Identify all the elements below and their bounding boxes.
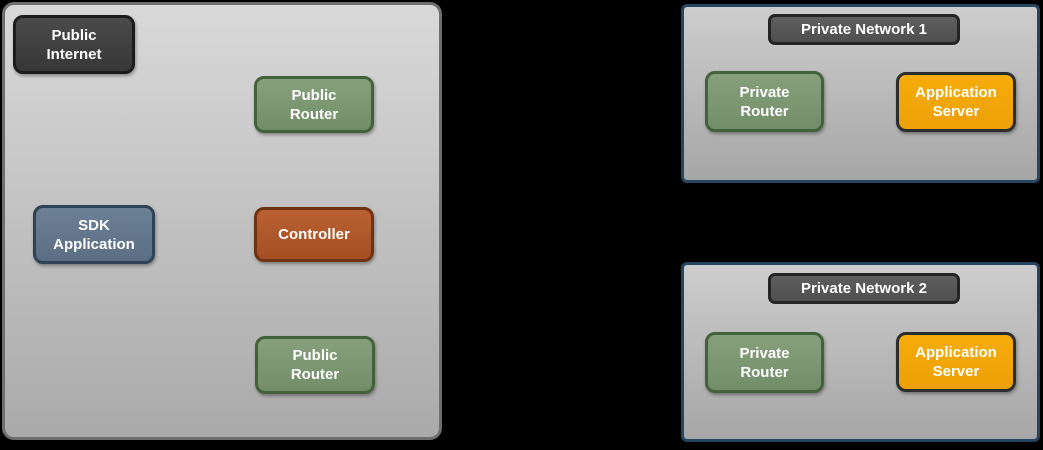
private-network-2-zone: Private Network 2 Private Router Applica… bbox=[681, 262, 1040, 442]
private-network-2-title: Private Network 2 bbox=[801, 280, 927, 297]
private-network-1-title-badge: Private Network 1 bbox=[768, 14, 960, 45]
node-private-router-2-label: Private Router bbox=[739, 344, 790, 381]
node-controller-label: Controller bbox=[278, 226, 350, 243]
private-network-2-title-badge: Private Network 2 bbox=[768, 273, 960, 304]
private-network-1-zone: Private Network 1 Private Router Applica… bbox=[681, 4, 1040, 183]
node-application-server-1: Application Server bbox=[896, 72, 1016, 132]
node-public-internet: Public Internet bbox=[13, 15, 135, 74]
node-application-server-1-label: Application Server bbox=[915, 84, 997, 120]
private-network-1-title: Private Network 1 bbox=[801, 21, 927, 38]
node-sdk-application: SDK Application bbox=[33, 205, 155, 264]
node-public-router-bottom: Public Router bbox=[255, 336, 375, 394]
node-sdk-application-label: SDK Application bbox=[53, 216, 135, 253]
node-application-server-2: Application Server bbox=[896, 332, 1016, 392]
node-public-router-top: Public Router bbox=[254, 76, 374, 133]
node-private-router-1-label: Private Router bbox=[739, 83, 790, 120]
node-public-router-top-label: Public Router bbox=[289, 86, 339, 123]
node-controller: Controller bbox=[254, 207, 374, 262]
node-application-server-2-label: Application Server bbox=[915, 344, 997, 380]
node-public-router-bottom-label: Public Router bbox=[290, 347, 340, 383]
node-public-internet-label: Public Internet bbox=[46, 26, 102, 63]
node-private-router-1: Private Router bbox=[705, 71, 824, 132]
public-internet-zone: Public Internet Public Router SDK Applic… bbox=[2, 2, 442, 440]
node-private-router-2: Private Router bbox=[705, 332, 824, 393]
